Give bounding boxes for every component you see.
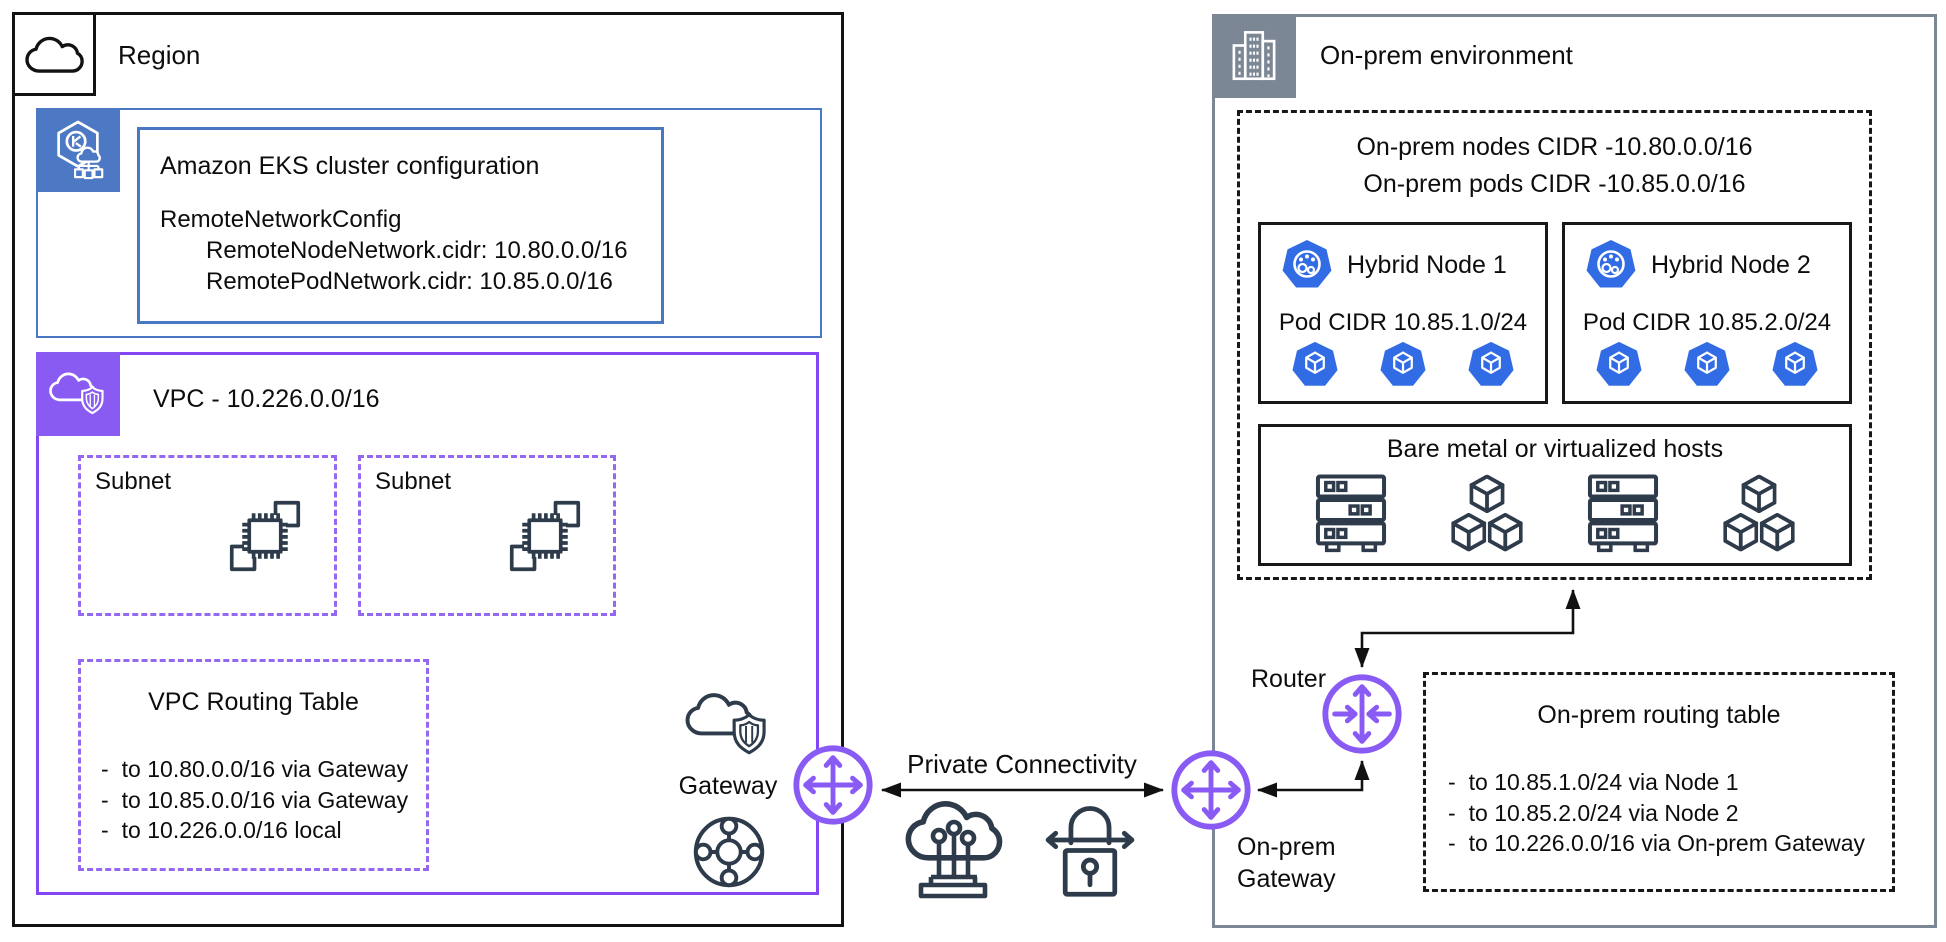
vpc-title: VPC - 10.226.0.0/16 [153,385,380,413]
private-link-cloud-icon [901,797,1005,909]
gateway-cloud-shield-icon [684,685,772,766]
route-row: -to 10.85.1.0/24 via Node 1 [1448,767,1865,798]
bare-metal-title: Bare metal or virtualized hosts [1386,435,1724,463]
pod-cidr-label: Pod CIDR 10.85.1.0/24 [1278,309,1528,336]
region-title: Region [118,40,201,70]
eks-config-heading: RemoteNetworkConfig [160,206,402,233]
route-text: to 10.85.1.0/24 via Node 1 [1468,769,1739,795]
region-header-tile [12,12,96,96]
route-text: to 10.226.0.0/16 via On-prem Gateway [1468,830,1866,856]
vpn-lock-icon [1044,799,1136,900]
route-row: -to 10.226.0.0/16 local [101,815,408,846]
transit-hub-icon [690,813,768,891]
eks-config-block: RemoteNetworkConfig RemoteNodeNetwork.ci… [160,204,628,297]
subnet-box-2: Subnet [358,455,616,616]
vpc-routing-table-title: VPC Routing Table [148,688,359,716]
route-bullet: - [101,756,109,782]
vpc-routes-list: -to 10.80.0.0/16 via Gateway -to 10.85.0… [101,754,408,846]
pods-row [1565,341,1849,389]
private-connectivity-label: Private Connectivity [907,749,1137,779]
route-text: to 10.85.0.0/16 via Gateway [121,786,409,813]
pods-row [1261,341,1545,389]
bare-metal-box: Bare metal or virtualized hosts [1258,424,1852,566]
route-text: to 10.80.0.0/16 via Gateway [121,756,409,782]
eks-anywhere-icon [35,107,120,192]
onprem-gateway-icon [1168,747,1254,833]
pod-icon [1467,341,1515,389]
onprem-network-box: On-prem nodes CIDR -10.80.0.0/16 On-prem… [1237,110,1872,580]
pod-icon [1291,341,1339,389]
route-row: -to 10.85.0.0/16 via Gateway [101,785,408,816]
route-row: -to 10.85.2.0/24 via Node 2 [1448,798,1865,829]
virtual-hosts-cubes-icon [1719,471,1799,555]
subnet-box-1: Subnet [78,455,337,616]
server-rack-icon [1311,471,1391,555]
eks-hexagon-icon [47,119,109,181]
pod-icon [1771,341,1819,389]
route-bullet: - [101,786,109,813]
pod-cidr-label: Pod CIDR 10.85.2.0/24 [1582,309,1832,336]
pod-icon [1683,341,1731,389]
hybrid-node-1-box: Hybrid Node 1 Pod CIDR 10.85.1.0/24 [1258,222,1548,404]
aws-cloud-icon [24,34,84,75]
onprem-routes-list: -to 10.85.1.0/24 via Node 1 -to 10.85.2.… [1448,767,1865,859]
vpc-routing-table-box: VPC Routing Table -to 10.80.0.0/16 via G… [78,659,429,871]
onprem-routing-table-title: On-prem routing table [1537,701,1781,729]
eks-config-line: RemotePodNetwork.cidr: 10.85.0.0/16 [206,268,613,295]
subnet-label: Subnet [375,468,452,495]
instances-chip-icon [223,494,307,578]
eks-config-line: RemoteNodeNetwork.cidr: 10.80.0.0/16 [206,237,628,264]
vpc-icon-tile [36,352,120,436]
server-rack-icon [1583,471,1663,555]
vpc-box: VPC - 10.226.0.0/16 Subnet Subnet VPC Ro… [36,352,819,895]
eks-cluster-box: Amazon EKS cluster configuration RemoteN… [35,107,822,338]
hybrid-node-name: Hybrid Node 2 [1651,251,1811,279]
route-row: -to 10.80.0.0/16 via Gateway [101,754,408,785]
building-icon [1226,28,1282,84]
vpc-cloud-shield-icon [48,367,108,422]
route-bullet: - [1448,769,1456,795]
onprem-pods-cidr: On-prem pods CIDR -10.85.0.0/16 [1363,170,1746,198]
onprem-title: On-prem environment [1320,40,1573,70]
onprem-routing-table-box: On-prem routing table -to 10.85.1.0/24 v… [1423,672,1895,892]
route-bullet: - [101,817,109,843]
hybrid-node-2-box: Hybrid Node 2 Pod CIDR 10.85.2.0/24 [1562,222,1852,404]
route-bullet: - [1448,830,1456,856]
hybrid-node-name: Hybrid Node 1 [1347,251,1507,279]
onprem-header-tile [1212,14,1296,98]
onprem-gateway-label: On-prem Gateway [1237,833,1336,893]
eks-config-panel: Amazon EKS cluster configuration RemoteN… [137,127,664,324]
route-text: to 10.226.0.0/16 local [121,817,342,843]
pod-icon [1595,341,1643,389]
router-icon [1319,671,1405,757]
instances-chip-icon [503,494,587,578]
vpc-gateway-icon [790,742,876,828]
kubernetes-node-icon [1281,239,1333,291]
onprem-nodes-cidr: On-prem nodes CIDR -10.80.0.0/16 [1356,133,1753,161]
onprem-box: On-prem environment On-prem nodes CIDR -… [1212,14,1937,928]
route-bullet: - [1448,799,1456,826]
route-row: -to 10.226.0.0/16 via On-prem Gateway [1448,828,1865,859]
subnet-label: Subnet [95,468,172,495]
region-box: Region Amazon EKS cluster configuration … [12,12,844,927]
pod-icon [1379,341,1427,389]
kubernetes-node-icon [1585,239,1637,291]
eks-config-title: Amazon EKS cluster configuration [160,152,540,180]
virtual-hosts-cubes-icon [1447,471,1527,555]
gateway-label: Gateway [678,772,778,800]
router-label: Router [1251,665,1327,693]
hosts-icons-row [1261,471,1849,555]
route-text: to 10.85.2.0/24 via Node 2 [1468,799,1739,826]
